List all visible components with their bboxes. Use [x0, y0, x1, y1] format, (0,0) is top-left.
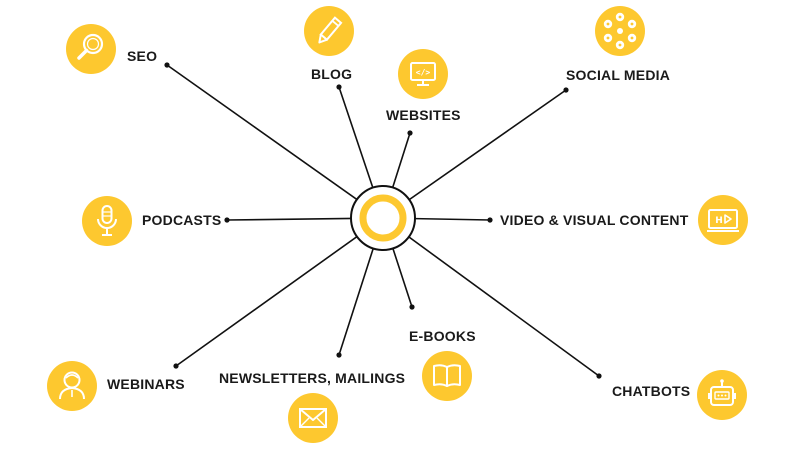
social-network-icon — [595, 6, 645, 56]
svg-text:</>: </> — [416, 68, 431, 77]
connector-webinars — [175, 217, 384, 367]
label-webinars: WEBINARS — [107, 376, 185, 392]
label-video: VIDEO & VISUAL CONTENT — [500, 212, 689, 228]
open-book-icon — [422, 351, 472, 401]
label-newsletters: NEWSLETTERS, MAILINGS — [219, 370, 406, 386]
endpoint-newsletters — [336, 352, 342, 358]
endpoint-blog — [336, 84, 342, 90]
svg-text:H: H — [715, 216, 723, 226]
label-chatbots: CHATBOTS — [612, 383, 691, 399]
label-websites: WEBSITES — [386, 107, 461, 123]
endpoint-chatbots — [596, 373, 602, 379]
endpoint-webinars — [173, 363, 179, 369]
endpoint-seo — [164, 62, 170, 68]
endpoint-podcasts — [224, 217, 230, 223]
hd-video-icon: H — [698, 195, 748, 245]
envelope-icon — [288, 393, 338, 443]
label-social-media: SOCIAL MEDIA — [566, 67, 671, 83]
connector-chatbots — [382, 217, 600, 377]
endpoint-websites — [407, 130, 413, 136]
pencil-icon — [304, 6, 354, 56]
connector-seo — [166, 64, 384, 219]
central-hub — [350, 185, 416, 251]
label-ebooks: E-BOOKS — [409, 328, 476, 344]
microphone-icon — [82, 196, 132, 246]
presenter-icon — [47, 361, 97, 411]
label-seo: SEO — [127, 48, 158, 64]
endpoint-video — [487, 217, 493, 223]
endpoint-ebooks — [409, 304, 415, 310]
endpoint-social-media — [563, 87, 569, 93]
label-podcasts: PODCASTS — [142, 212, 222, 228]
label-blog: BLOG — [311, 66, 353, 82]
monitor-code-icon: </> — [398, 49, 448, 99]
robot-icon — [697, 370, 747, 420]
magnifier-icon — [66, 24, 116, 74]
connector-social-media — [382, 89, 567, 219]
